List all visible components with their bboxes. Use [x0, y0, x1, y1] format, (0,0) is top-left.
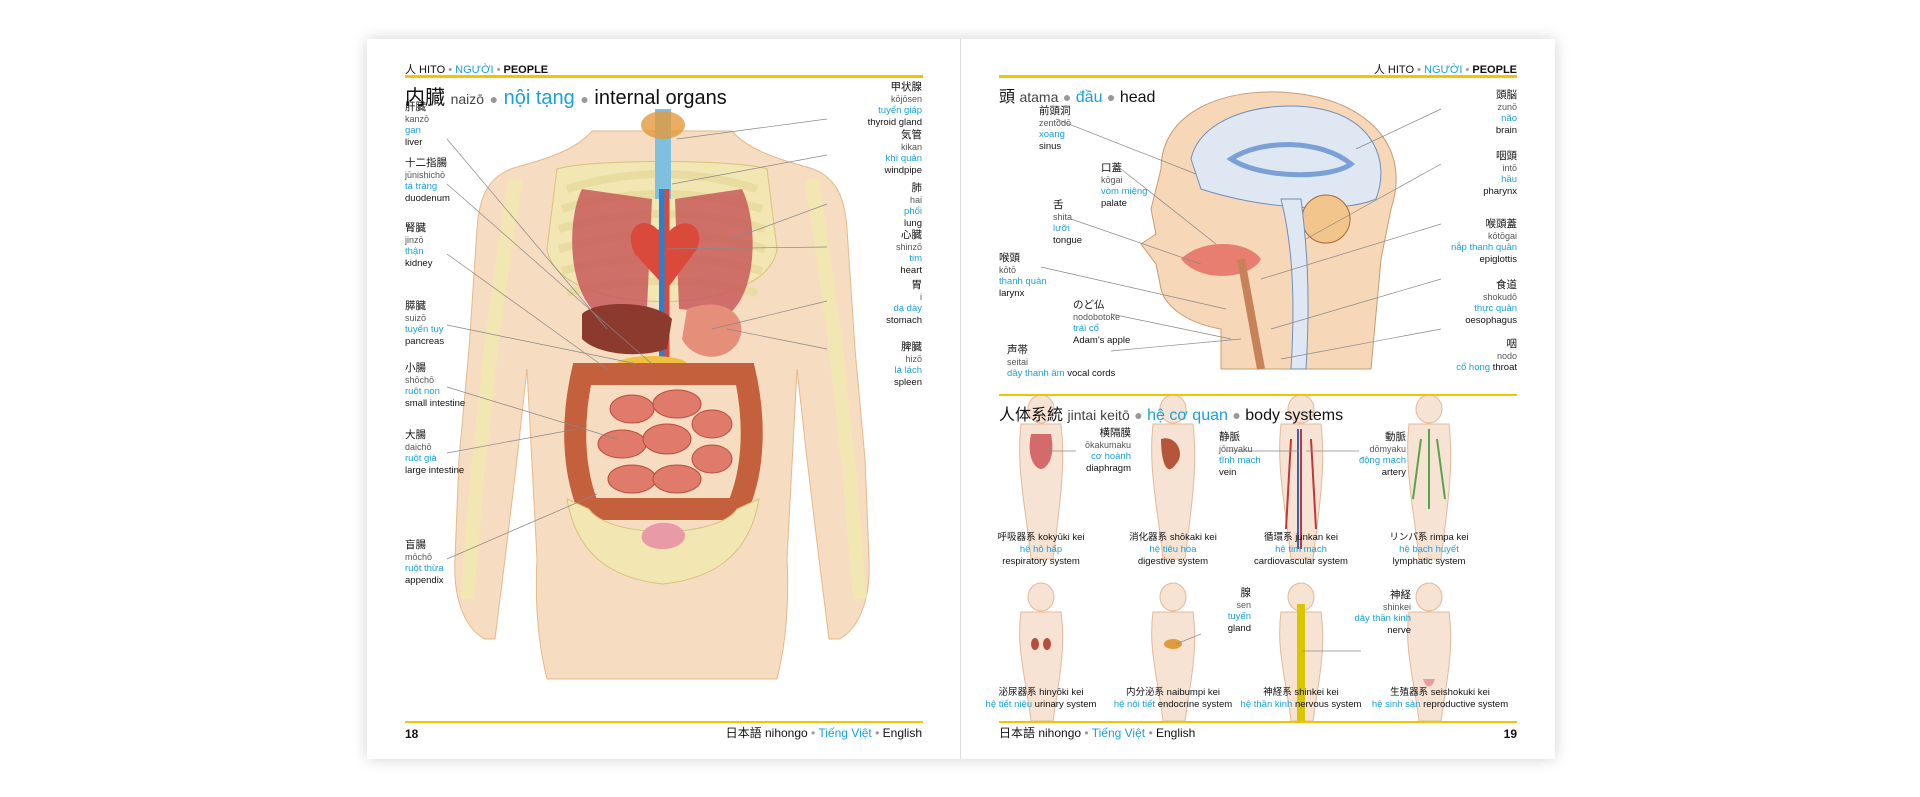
header-rule: [999, 75, 1517, 78]
language-footer: 日本語 nihongo • Tiếng Việt • English: [725, 726, 922, 740]
footer-rule: [999, 721, 1517, 723]
systems-section-title: 人体系統 jintai keitō ● hệ cơ quan ● body sy…: [999, 407, 1344, 424]
page-number: 18: [405, 727, 419, 741]
section-rule: [999, 394, 1517, 396]
running-header: 人 HITO • NGƯỜI • PEOPLE: [1373, 64, 1517, 76]
running-header: 人 HITO • NGƯỜI • PEOPLE: [405, 64, 549, 76]
header-rule: [405, 75, 923, 78]
footer-rule: [405, 721, 923, 723]
language-footer: 日本語 nihongo • Tiếng Việt • English: [999, 726, 1196, 740]
head-and-systems-illustrations: [1019, 91, 1452, 722]
page-title: 内臓 naizō ● nội tạng ● internal organs: [405, 87, 727, 109]
page-number: 19: [1503, 727, 1517, 741]
open-book-spread: 人 HITO • NGƯỜI • PEOPLE 内臓 naizō ● nội t…: [367, 39, 1555, 759]
page-19: 人 HITO • NGƯỜI • PEOPLE 頭 atama ● đầu ● …: [961, 39, 1555, 759]
internal-organs-illustration: [446, 109, 870, 680]
head-section-title: 頭 atama ● đầu ● head: [999, 89, 1156, 106]
page-18: 人 HITO • NGƯỜI • PEOPLE 内臓 naizō ● nội t…: [367, 39, 961, 759]
